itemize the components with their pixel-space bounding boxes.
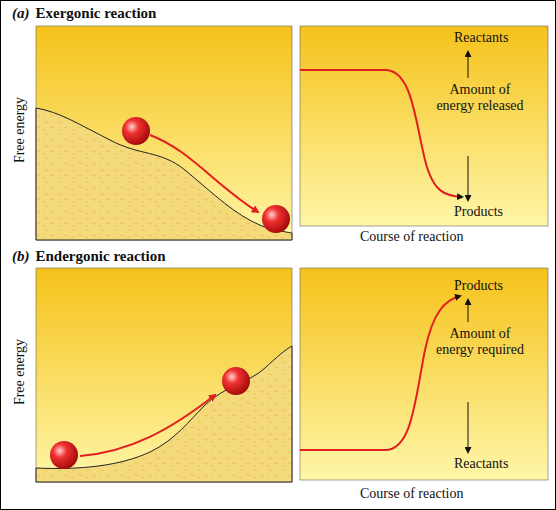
panel-title: Endergonic reaction <box>36 248 166 265</box>
panel-letter: (a) <box>12 5 30 22</box>
ball <box>122 117 150 145</box>
state-label: Reactants <box>454 456 508 472</box>
span-arrow <box>468 402 469 452</box>
axis-label: Course of reaction <box>360 229 463 245</box>
hill-panel <box>36 26 292 240</box>
ball <box>262 205 290 233</box>
state-label: Reactants <box>454 30 508 46</box>
energy-curve <box>300 70 462 197</box>
uphill-slope <box>36 346 292 482</box>
axis-label: Course of reaction <box>360 486 463 502</box>
state-label: Products <box>454 278 503 294</box>
graph-panel <box>300 26 548 226</box>
panel-letter: (b) <box>12 248 30 265</box>
span-arrow <box>468 300 469 322</box>
ball <box>222 367 250 395</box>
roll-arrow <box>150 135 258 212</box>
axis-label: Free energy <box>12 339 28 405</box>
downhill-slope <box>36 108 292 240</box>
ball <box>50 441 78 469</box>
panel-title: Exergonic reaction <box>36 5 157 22</box>
push-arrow <box>80 395 215 456</box>
span-arrow <box>468 52 469 78</box>
energy-note: Amount of energy required <box>430 326 530 358</box>
axis-label: Free energy <box>12 97 28 163</box>
energy-note: Amount of energy released <box>430 82 530 114</box>
state-label: Products <box>454 204 503 220</box>
energy-curve <box>300 296 460 450</box>
graph-panel <box>300 268 548 480</box>
span-arrow <box>468 156 469 200</box>
hill-panel <box>36 268 292 482</box>
